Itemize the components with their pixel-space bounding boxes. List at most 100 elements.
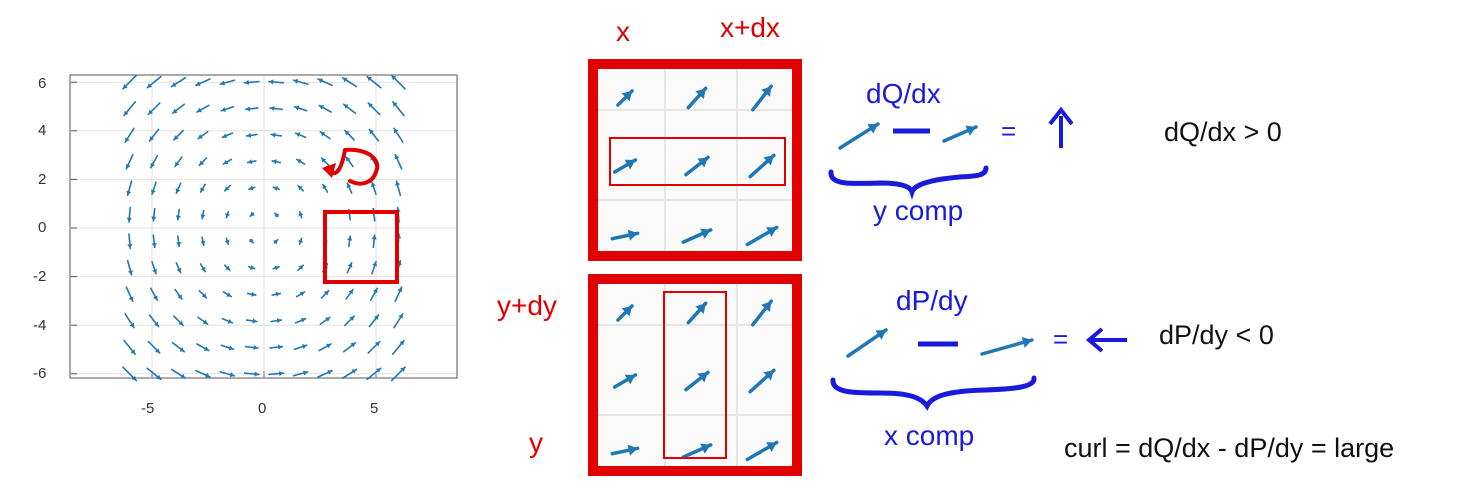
vector-arrowhead <box>394 154 400 160</box>
vector-arrowhead <box>200 214 206 219</box>
highlight-box <box>323 210 399 284</box>
vector-arrowhead <box>151 216 157 221</box>
y-row-highlight <box>609 137 786 186</box>
vector-arrowhead <box>395 181 401 186</box>
y-tick-label: -2 <box>33 268 47 285</box>
dq-dx-result: dQ/dx > 0 <box>1164 117 1282 147</box>
vector-arrowhead <box>176 241 182 247</box>
dp-dy-expression <box>830 327 1127 411</box>
vector-arrowhead <box>270 105 275 112</box>
vector-arrowhead <box>399 340 404 346</box>
vector-arrowhead <box>322 184 328 190</box>
vector-arrowhead <box>150 162 155 168</box>
vector-arrowhead <box>154 348 160 353</box>
vector-arrowhead <box>367 76 372 82</box>
vector-arrowhead <box>249 265 255 270</box>
bottom-zoom-panel <box>588 274 802 476</box>
vector-arrowhead <box>372 261 378 267</box>
vector-arrowhead <box>300 317 306 323</box>
vector-arrowhead <box>229 372 235 378</box>
vector-arrowhead <box>373 314 379 320</box>
x-comp-brace <box>830 375 1037 411</box>
left-arrow-icon <box>1085 327 1127 353</box>
vector-arrowhead <box>152 269 158 274</box>
vector-arrowhead <box>627 444 638 456</box>
vector-arrowhead <box>695 303 706 314</box>
curl-arrowhead <box>322 163 336 178</box>
x-plus-dx-label: x+dx <box>720 12 780 43</box>
vector-arrowhead <box>147 83 153 88</box>
vector-arrowhead <box>274 213 280 218</box>
vector-arrowhead <box>368 103 374 108</box>
vector-arrowhead <box>180 373 186 379</box>
vector-arrowhead <box>200 240 206 246</box>
vector-arrowhead <box>369 129 375 135</box>
vector-arrowhead <box>128 296 134 302</box>
vector-arrowhead <box>323 290 329 296</box>
vector-arrowhead <box>122 84 128 89</box>
x-tick-label: 0 <box>258 400 267 417</box>
vector-arrowhead <box>392 101 398 107</box>
vector-arrowhead <box>276 318 282 324</box>
vector-arrowhead <box>126 217 132 222</box>
vector-arrowhead <box>225 212 231 218</box>
x-label: x <box>616 16 630 47</box>
vector-arrowhead <box>624 374 636 385</box>
vector-arrowhead <box>697 372 709 383</box>
vector-arrowhead <box>248 238 254 243</box>
x-tick-label: 5 <box>370 400 379 417</box>
vector-arrowhead <box>867 124 878 134</box>
vector-arrowhead <box>697 157 709 168</box>
vector-arrowhead <box>129 322 134 328</box>
vector-arrowhead <box>400 367 406 372</box>
y-tick-label: 6 <box>38 75 47 92</box>
vector-arrowhead <box>269 79 274 85</box>
vector-arrowhead <box>172 108 178 114</box>
vector-arrowhead <box>761 301 772 312</box>
vector-arrowhead <box>624 159 636 170</box>
vector-arrowhead <box>621 305 633 317</box>
dp-dy-label: dP/dy <box>896 285 968 316</box>
y-comp-label: y comp <box>873 195 964 226</box>
vector-arrowhead <box>247 159 253 165</box>
x-comp-label: x comp <box>884 420 975 451</box>
vector-arrowhead <box>965 125 976 136</box>
vector-arrowhead <box>226 292 232 297</box>
vector-arrowhead <box>320 131 326 137</box>
dq-dx-expression <box>828 106 1074 200</box>
up-arrow-icon <box>1048 106 1074 148</box>
vector-arrowhead <box>327 370 333 375</box>
vector-arrowhead <box>175 188 181 194</box>
vector-arrowhead <box>348 289 353 295</box>
vector-arrowhead <box>151 242 157 248</box>
x-column-highlight <box>663 291 727 459</box>
vector-arrowhead <box>156 374 161 380</box>
vector-arrowhead <box>253 344 258 351</box>
vector-arrowhead <box>125 137 130 143</box>
vector-arrowhead <box>296 159 302 164</box>
vector-arrowhead <box>297 238 303 244</box>
vector-arrowhead <box>153 321 159 327</box>
vector-arrowhead <box>763 370 774 381</box>
vector-arrowhead <box>293 78 299 84</box>
vector-arrowhead <box>298 211 304 217</box>
curl-formula: curl = dQ/dx - dP/dy = large <box>1064 433 1395 463</box>
vector-arrowhead <box>203 346 209 351</box>
vector-arrowhead <box>223 159 229 165</box>
top-zoom-arrows <box>610 84 779 247</box>
plot-grid <box>71 76 456 377</box>
vector-arrowhead <box>325 317 330 322</box>
vector-arrowhead <box>1021 337 1032 348</box>
vector-arrowhead <box>171 82 177 87</box>
vector-arrowhead <box>274 265 280 271</box>
y-tick-label: 4 <box>38 122 47 139</box>
vector-arrowhead <box>326 343 332 349</box>
y-tick-label: 2 <box>38 171 47 188</box>
vector-arrowhead <box>228 345 234 351</box>
vector-arrowhead <box>344 130 350 136</box>
vector-arrowhead <box>126 190 132 196</box>
vector-field-svg <box>69 74 458 382</box>
vector-arrowhead <box>176 267 182 273</box>
vector-arrowhead <box>761 86 772 97</box>
